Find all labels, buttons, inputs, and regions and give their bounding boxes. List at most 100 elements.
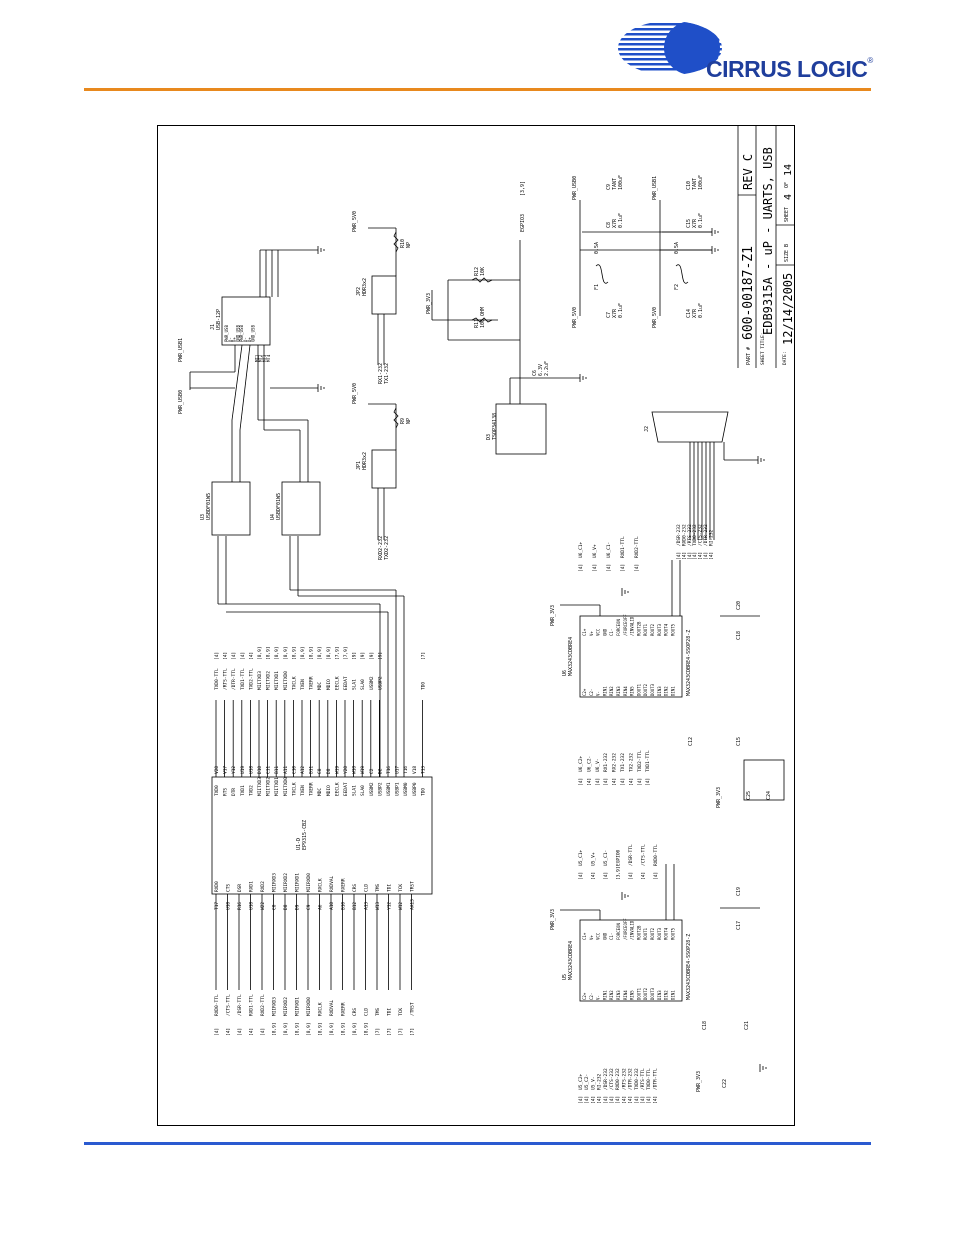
u1-pin-signal: MIITXD0 (283, 777, 289, 796)
u6-right-net: U6_C1- (606, 542, 612, 558)
u6-left-ref: [4] (578, 778, 584, 786)
u6-left-ref: [4] (595, 778, 601, 786)
u1-pin-signal: USBM0 (403, 782, 409, 796)
u1-pin-net: SLA0 (360, 679, 366, 690)
svg-text:C24: C24 (766, 791, 772, 800)
u1-pin-net: TDO (420, 682, 426, 690)
u1-pin-ref: [8,9] (300, 646, 306, 660)
u5-right-ref: [4] (641, 872, 647, 880)
part-label: PART # (746, 347, 752, 365)
cirrus-logic-logo (618, 21, 722, 75)
u1-pin-signal: RXD0 (214, 881, 220, 892)
svg-text:C18: C18 (702, 1021, 708, 1030)
u1-pin-number: V20 (214, 766, 220, 774)
svg-text:0.5A: 0.5A (594, 242, 600, 254)
svg-text:U3: U3 (200, 514, 206, 520)
u1-pin-signal: EEDAT (343, 782, 349, 796)
u1-pin-ref: [4] (249, 1028, 255, 1036)
u1-pin-signal: USBM2 (369, 782, 375, 796)
u1-pin-number: U18 (226, 902, 232, 910)
j1-pin: GND_USB (235, 325, 240, 342)
max-pin-left: DIN2 (664, 990, 669, 1000)
u5-right-net: /CTS-TTL (641, 844, 647, 866)
u6-right-ref: [4] (592, 564, 598, 572)
u6-right-net: RXD2-TTL (634, 536, 640, 558)
svg-text:0.5A: 0.5A (674, 242, 680, 254)
u1-pin-number: C10 (291, 766, 297, 774)
svg-text:C15: C15 (736, 737, 742, 746)
u1-pin-ref: [7] (420, 652, 426, 660)
j2-ref: [4] (703, 552, 709, 560)
u1-pin-net: TXD2-TTL (248, 668, 254, 690)
u1-pin-net: RXCLK (318, 1002, 324, 1016)
u1-pin-signal: TRST (410, 881, 416, 892)
u1-pin-net: TCK (398, 1008, 404, 1016)
j1-pin: PWR_USB (224, 325, 229, 342)
svg-text:C9: C9 (606, 184, 612, 190)
max-pin-left: RIN5 (630, 686, 635, 696)
svg-text:10K: 10K (480, 267, 486, 276)
j2-ref: [4] (708, 552, 714, 560)
j1-pin: D- (243, 337, 248, 342)
j2-net: /RTS-232 (687, 524, 693, 546)
svg-text:0.1uF: 0.1uF (618, 303, 624, 318)
u1-pin-number: W13 (375, 902, 381, 910)
u1-pin-ref: [8,9] (291, 646, 297, 660)
u1-pin-ref: [8,9] (257, 646, 263, 660)
u1-pin-net: /DTR-TTL (231, 668, 237, 690)
svg-text:PWR_USB1: PWR_USB1 (652, 176, 658, 200)
max-pin-right: V+ (589, 935, 594, 940)
j2-ref: [4] (681, 552, 687, 560)
u1-pin-ref: [7,9] (334, 646, 340, 660)
svg-text:MAX3243CDBRE4-SSOP28-Z: MAX3243CDBRE4-SSOP28-Z (686, 934, 692, 1000)
svg-text:EGPIO3: EGPIO3 (520, 214, 526, 232)
u6-left-net: RX2-232 (612, 753, 618, 772)
u1-pin-number: V17 (223, 766, 229, 774)
max-pin-left: RIN1 (602, 686, 607, 696)
max-pin-left: DIN1 (670, 686, 675, 696)
max-pin-right: C1- (609, 933, 614, 940)
u1-pin-signal: EECLK (334, 782, 340, 796)
max-pin-right: ROUT3 (657, 623, 662, 636)
sheet-title-label: SHEET TITLE: (760, 332, 766, 365)
u1-pin-net: MIIRXD0 (306, 997, 312, 1016)
svg-text:USB-12P: USB-12P (216, 309, 222, 330)
of-label: OF (784, 182, 790, 188)
max-pin-left: RIN3 (616, 686, 621, 696)
u1-pin-ref: [8,9] (266, 646, 272, 660)
svg-text:0.1uF: 0.1uF (698, 303, 704, 318)
j1-pin: D+ (247, 337, 252, 342)
u1-pin-net: TXD1-TTL (240, 668, 246, 690)
svg-text:R12: R12 (474, 267, 480, 276)
svg-text:0.1uF: 0.1uF (698, 213, 704, 228)
u1-pin-ref: [4] (226, 1028, 232, 1036)
max-pin-left: RIN2 (609, 686, 614, 696)
max-pin-right: C1- (609, 629, 614, 636)
u1-pin-number: AA13 (410, 899, 416, 910)
svg-text:C25: C25 (746, 791, 752, 800)
u1-pin-signal: TXD0 (214, 785, 220, 796)
svg-text:U6: U6 (562, 670, 568, 676)
u5-left-ref: [4] (609, 1096, 615, 1104)
svg-text:X7R: X7R (692, 218, 698, 228)
u1-pin-ref: [4] (260, 1028, 266, 1036)
max-pin-right: FORCEON (616, 619, 621, 636)
u1-pin-number: D9 (295, 904, 301, 910)
header-rule (84, 88, 871, 91)
u1-pin-net: CRS (352, 1008, 358, 1016)
svg-text:NP: NP (406, 418, 412, 424)
u1-pin-net: USBM2 (369, 676, 375, 690)
svg-text:C18: C18 (736, 631, 742, 640)
max-pin-left: DOUT2 (643, 987, 648, 1000)
svg-text:TANT: TANT (692, 178, 698, 190)
u1-pin-net: MIITXD3 (257, 671, 263, 690)
u1-pin-signal: USBP1 (395, 782, 401, 796)
u1-pin-number: W22 (260, 902, 266, 910)
u1-pin-number: A13 (364, 902, 370, 910)
schematic-sheet (157, 125, 795, 1126)
svg-text:USBDF01W5: USBDF01W5 (276, 493, 282, 520)
u1-pin-number: C11 (266, 766, 272, 774)
u5-left-ref: [4] (621, 1096, 627, 1104)
u1-pin-ref: [8,9] (326, 646, 332, 660)
max-pin-left: RIN4 (623, 990, 628, 1000)
